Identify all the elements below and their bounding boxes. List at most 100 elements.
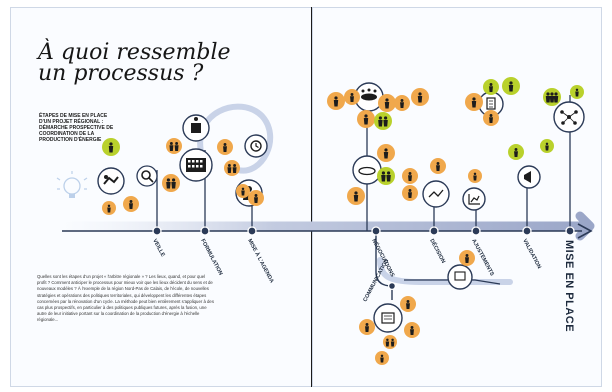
person-icon (514, 148, 518, 157)
tagline-mise-en-place: MISE EN PLACE (563, 240, 575, 332)
person-icon (223, 143, 227, 152)
person-icon (381, 171, 386, 182)
actor-bubble-green (377, 167, 395, 185)
network-icon (553, 101, 585, 133)
node-communication (387, 281, 397, 291)
person-icon (378, 116, 383, 127)
pictogram-circles (97, 82, 585, 333)
person-icon (333, 96, 339, 107)
circle-negociations (352, 155, 382, 185)
node-formulation (200, 226, 210, 236)
actor-bubble-green (502, 77, 520, 95)
person-icon (408, 189, 412, 198)
person-icon (169, 142, 174, 151)
actor-bubble-orange (468, 169, 482, 183)
person-icon (471, 97, 477, 108)
person-icon (473, 172, 477, 181)
person-icon (386, 171, 391, 182)
person-icon (254, 194, 258, 203)
actor-bubble-orange (217, 139, 233, 155)
actor-bubble-green (483, 79, 499, 95)
actor-bubble-orange (166, 138, 182, 154)
actor-bubble-orange (236, 184, 250, 198)
actor-bubble-orange (123, 196, 139, 212)
person-icon (489, 83, 493, 92)
person-icon (400, 99, 404, 108)
actor-bubble-orange (327, 92, 345, 110)
actor-bubble-orange (394, 95, 410, 111)
person-icon (363, 114, 369, 125)
circle-formulation-top (182, 114, 210, 142)
person-icon (436, 162, 440, 171)
actor-bubble-orange (359, 319, 375, 335)
person-icon (489, 114, 493, 123)
chart-icon (462, 187, 486, 211)
node-validation (522, 226, 532, 236)
actor-bubble-green (543, 88, 561, 106)
person-icon (549, 92, 555, 103)
person-icon (380, 354, 384, 363)
actor-bubble-orange (377, 144, 395, 162)
person-icon (406, 300, 410, 309)
stage-label-agenda: MISE À L'AGENDA (246, 238, 275, 285)
actor-bubble-orange (344, 89, 360, 105)
actor-bubble-orange (162, 174, 180, 192)
circle-veille (97, 167, 125, 195)
stage-label-validation: VALIDATION (521, 238, 542, 270)
actor-bubble-orange (465, 93, 483, 111)
page-gutter (311, 7, 312, 387)
building-icon (179, 148, 213, 182)
node-mise-en-place (565, 226, 575, 236)
actor-bubble-orange (483, 110, 499, 126)
person-icon (227, 164, 232, 173)
person-icon (410, 326, 414, 335)
timeline-nodes (152, 226, 575, 291)
person-icon (129, 200, 133, 209)
actor-bubble-orange (402, 185, 418, 201)
person-icon (390, 338, 395, 347)
actor-bubble-orange (224, 160, 240, 176)
person-icon (465, 254, 469, 263)
person-icon (384, 98, 390, 109)
branch-sub-line (404, 279, 501, 285)
node-decision (429, 226, 439, 236)
actor-bubble-green (102, 138, 120, 156)
actor-bubbles (102, 77, 584, 365)
actor-bubble-orange (402, 168, 418, 184)
title-line-2: un processus ? (38, 61, 204, 86)
node-agenda (247, 226, 257, 236)
person-icon (383, 116, 388, 127)
actor-bubble-orange (459, 250, 475, 266)
person-icon (383, 148, 389, 159)
lightbulb-icon (56, 171, 88, 198)
stage-label-decision: DÉCISION (428, 237, 448, 264)
person-icon (353, 191, 359, 202)
actor-bubble-orange (102, 201, 116, 215)
person-icon (508, 81, 514, 92)
actor-bubble-orange (375, 351, 389, 365)
actor-bubble-orange (400, 296, 416, 312)
timeline-arrowhead (577, 223, 593, 239)
person-icon (232, 164, 237, 173)
circle-veille-search (136, 165, 158, 187)
clock-icon (244, 134, 268, 158)
person-icon (171, 178, 176, 189)
meeting-table-icon (354, 82, 384, 112)
circle-communication-doc (447, 264, 473, 290)
actor-bubble-orange (357, 110, 375, 128)
actor-bubble-green (508, 144, 524, 160)
person-icon (107, 204, 111, 213)
person-icon (575, 88, 579, 97)
actor-bubble-orange (248, 190, 264, 206)
node-negociations (371, 226, 381, 236)
person-icon (545, 142, 549, 151)
circle-decision (422, 180, 450, 208)
node-ajustements (471, 226, 481, 236)
page-title: À quoi ressemble un processus ? (38, 42, 258, 86)
actor-bubble-orange (411, 88, 429, 106)
intro-text: ÉTAPES DE MISE EN PLACE D'UN PROJET RÉGI… (39, 113, 114, 143)
actor-bubble-orange (347, 187, 365, 205)
person-icon (174, 142, 179, 151)
